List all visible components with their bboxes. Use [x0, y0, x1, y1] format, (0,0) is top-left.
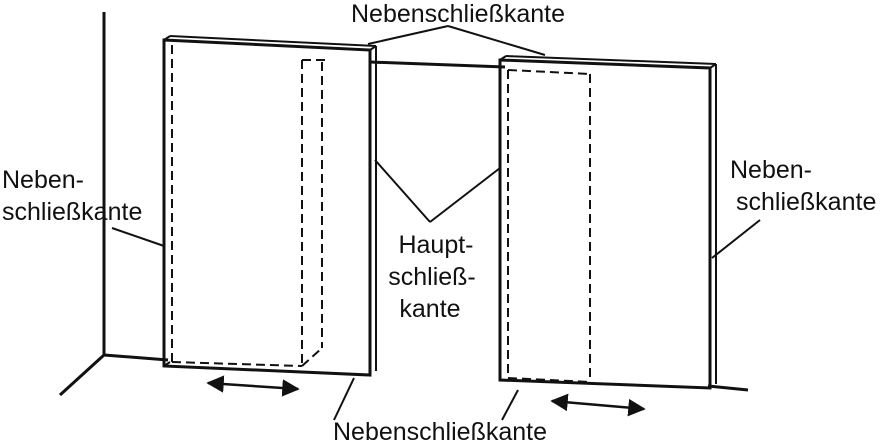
label-center-line3: kante	[399, 295, 460, 323]
label-center-line2: schließ-	[388, 263, 476, 291]
left-door-panel	[162, 35, 377, 377]
right-door-panel	[498, 55, 717, 390]
floor-depth-line	[58, 353, 106, 397]
left-door-arrow	[206, 375, 300, 397]
label-bottom: Nebenschließkante	[333, 418, 547, 445]
label-right-line2: schließkante	[736, 188, 876, 216]
label-top: Nebenschließkante	[351, 0, 565, 28]
label-center-line1: Haupt-	[398, 231, 473, 259]
floor-baseline	[103, 353, 169, 362]
label-left-line2: schließkante	[2, 198, 142, 226]
room-axes	[58, 12, 749, 397]
label-left-line1: Neben-	[2, 166, 84, 194]
right-door-arrow	[550, 393, 646, 417]
motion-arrows	[206, 375, 646, 417]
wall-top-line	[369, 60, 506, 69]
leader-lines	[111, 25, 761, 421]
floor-right-line	[707, 384, 749, 392]
label-right-line1: Neben-	[730, 156, 812, 184]
